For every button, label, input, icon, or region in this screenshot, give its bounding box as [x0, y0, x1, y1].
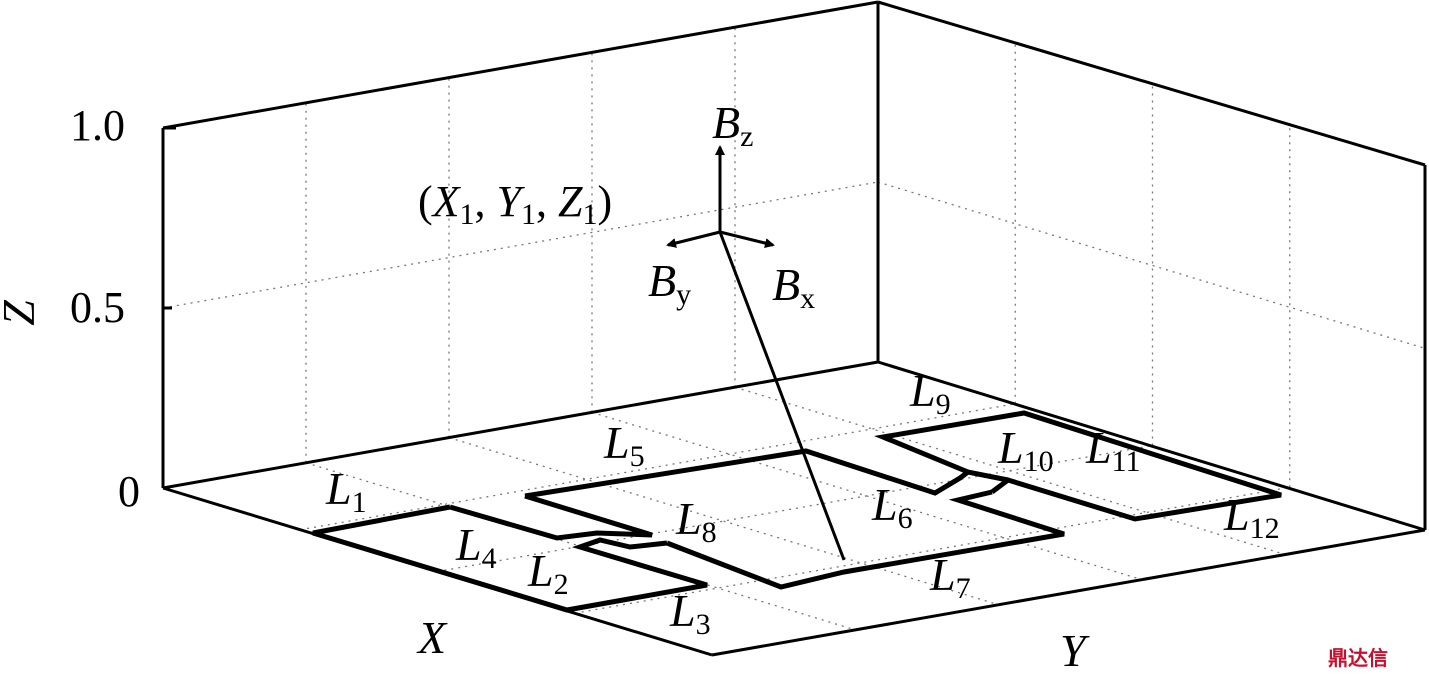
observation-line	[718, 231, 846, 561]
seg-main: L	[528, 545, 554, 596]
segment-label-L9: L9	[910, 368, 951, 420]
seg-sub: 1	[351, 486, 367, 519]
segment-label-L1: L1	[326, 466, 367, 518]
seg-sub: 12	[1249, 512, 1280, 545]
segment-label-L3: L3	[670, 588, 711, 640]
seg-sub: 2	[553, 568, 569, 601]
paren-open: (	[418, 177, 433, 226]
seg-sub: 10	[1023, 445, 1054, 478]
point-x: X	[432, 177, 460, 226]
vec-sub: y	[676, 278, 692, 311]
coil-middle	[524, 448, 1009, 499]
paren-close: )	[597, 177, 613, 226]
bx-arrow	[719, 230, 775, 248]
seg-main: L	[910, 365, 936, 416]
segment-label-L10: L10	[998, 425, 1054, 477]
vec-sub: z	[740, 120, 754, 153]
seg-sub: 3	[695, 608, 711, 641]
seg-main: L	[1224, 489, 1250, 540]
vec-sub: x	[800, 282, 816, 315]
seg-main: L	[998, 422, 1024, 473]
seg-sub: 11	[1111, 445, 1141, 478]
z-tick-0-5: 0.5	[70, 283, 125, 332]
seg-sub: 6	[897, 502, 913, 535]
segment-label-L8: L8	[676, 496, 717, 548]
vec-main: B	[712, 97, 741, 148]
z-tick-0: 0	[118, 467, 140, 516]
bx-label: Bx	[772, 262, 815, 314]
segment-label-L7: L7	[930, 552, 971, 604]
segment-label-L11: L11	[1086, 425, 1140, 477]
seg-main: L	[670, 585, 696, 636]
vec-main: B	[648, 255, 677, 306]
seg-main: L	[456, 519, 482, 570]
segment-label-L12: L12	[1224, 492, 1280, 544]
seg-main: L	[872, 479, 898, 530]
seg-main: L	[1086, 422, 1112, 473]
watermark: 鼎达信	[1328, 646, 1388, 670]
coil-middle-lower	[666, 489, 1065, 590]
z-axis-label: Z	[0, 300, 44, 326]
point-y-sub: 1	[521, 198, 537, 231]
coil-right	[873, 410, 1282, 522]
coil-left	[312, 504, 708, 613]
seg-main: L	[676, 493, 702, 544]
seg-main: L	[604, 417, 630, 468]
y-axis-label: Y	[1060, 625, 1086, 676]
seg-sub: 4	[481, 542, 497, 575]
point-label: (X1, Y1, Z1)	[418, 180, 612, 230]
segment-label-L5: L5	[604, 420, 645, 472]
point-y: Y	[496, 177, 522, 226]
seg-sub: 8	[701, 516, 717, 549]
point-z: Z	[558, 177, 583, 226]
segment-label-L4: L4	[456, 522, 497, 574]
vec-main: B	[772, 259, 801, 310]
point-x-sub: 1	[459, 198, 475, 231]
sep: ,	[474, 177, 486, 226]
seg-sub: 7	[955, 572, 971, 605]
by-arrow	[666, 230, 721, 248]
segment-label-L2: L2	[528, 548, 569, 600]
coil-left-top	[449, 493, 653, 541]
sep: ,	[536, 177, 548, 226]
by-label: By	[648, 258, 691, 310]
bz-label: Bz	[712, 100, 753, 152]
segment-label-L6: L6	[872, 482, 913, 534]
x-axis-label: X	[418, 612, 447, 663]
point-z-sub: 1	[582, 198, 598, 231]
seg-sub: 9	[935, 388, 951, 421]
coil-paths	[312, 410, 1282, 613]
z-tick-1: 1.0	[70, 101, 125, 150]
seg-sub: 5	[629, 440, 645, 473]
axes-box	[161, 0, 1427, 657]
seg-main: L	[930, 549, 956, 600]
seg-main: L	[326, 463, 352, 514]
